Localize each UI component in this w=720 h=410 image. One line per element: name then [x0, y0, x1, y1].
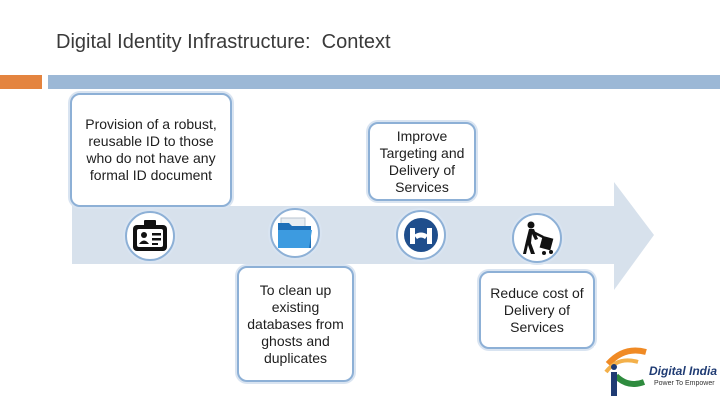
box-provision-id: Provision of a robust, reusable ID to th… — [70, 93, 232, 207]
circle-handshake — [396, 210, 446, 260]
accent-bar-blue — [48, 75, 720, 89]
box-improve-targeting: Improve Targeting and Delivery of Servic… — [368, 122, 476, 201]
box-reduce-cost-text: Reduce cost of Delivery of Services — [490, 284, 584, 335]
box-clean-databases-text: To clean up existing databases from ghos… — [247, 281, 344, 366]
digital-india-emblem-icon — [594, 346, 654, 405]
box-provision-id-text: Provision of a robust, reusable ID to th… — [85, 116, 217, 183]
slide-title: Digital Identity Infrastructure: Context — [56, 31, 391, 53]
accent-bar-orange — [0, 75, 42, 89]
delivery-person-icon — [523, 221, 554, 255]
handshake-icon — [404, 218, 438, 252]
box-clean-databases: To clean up existing databases from ghos… — [237, 266, 354, 382]
box-reduce-cost: Reduce cost of Delivery of Services — [479, 271, 595, 349]
box-improve-targeting-text: Improve Targeting and Delivery of Servic… — [379, 127, 465, 195]
logo-name: Digital India — [649, 364, 718, 378]
circle-delivery-person — [512, 213, 562, 263]
circle-folder — [270, 208, 320, 258]
digital-india-logo: Digital India Power To Empower — [594, 338, 720, 405]
id-card-icon — [133, 220, 167, 251]
circle-id-card — [125, 211, 175, 261]
logo-tagline: Power To Empower — [654, 380, 715, 387]
folder-icon — [278, 217, 312, 248]
